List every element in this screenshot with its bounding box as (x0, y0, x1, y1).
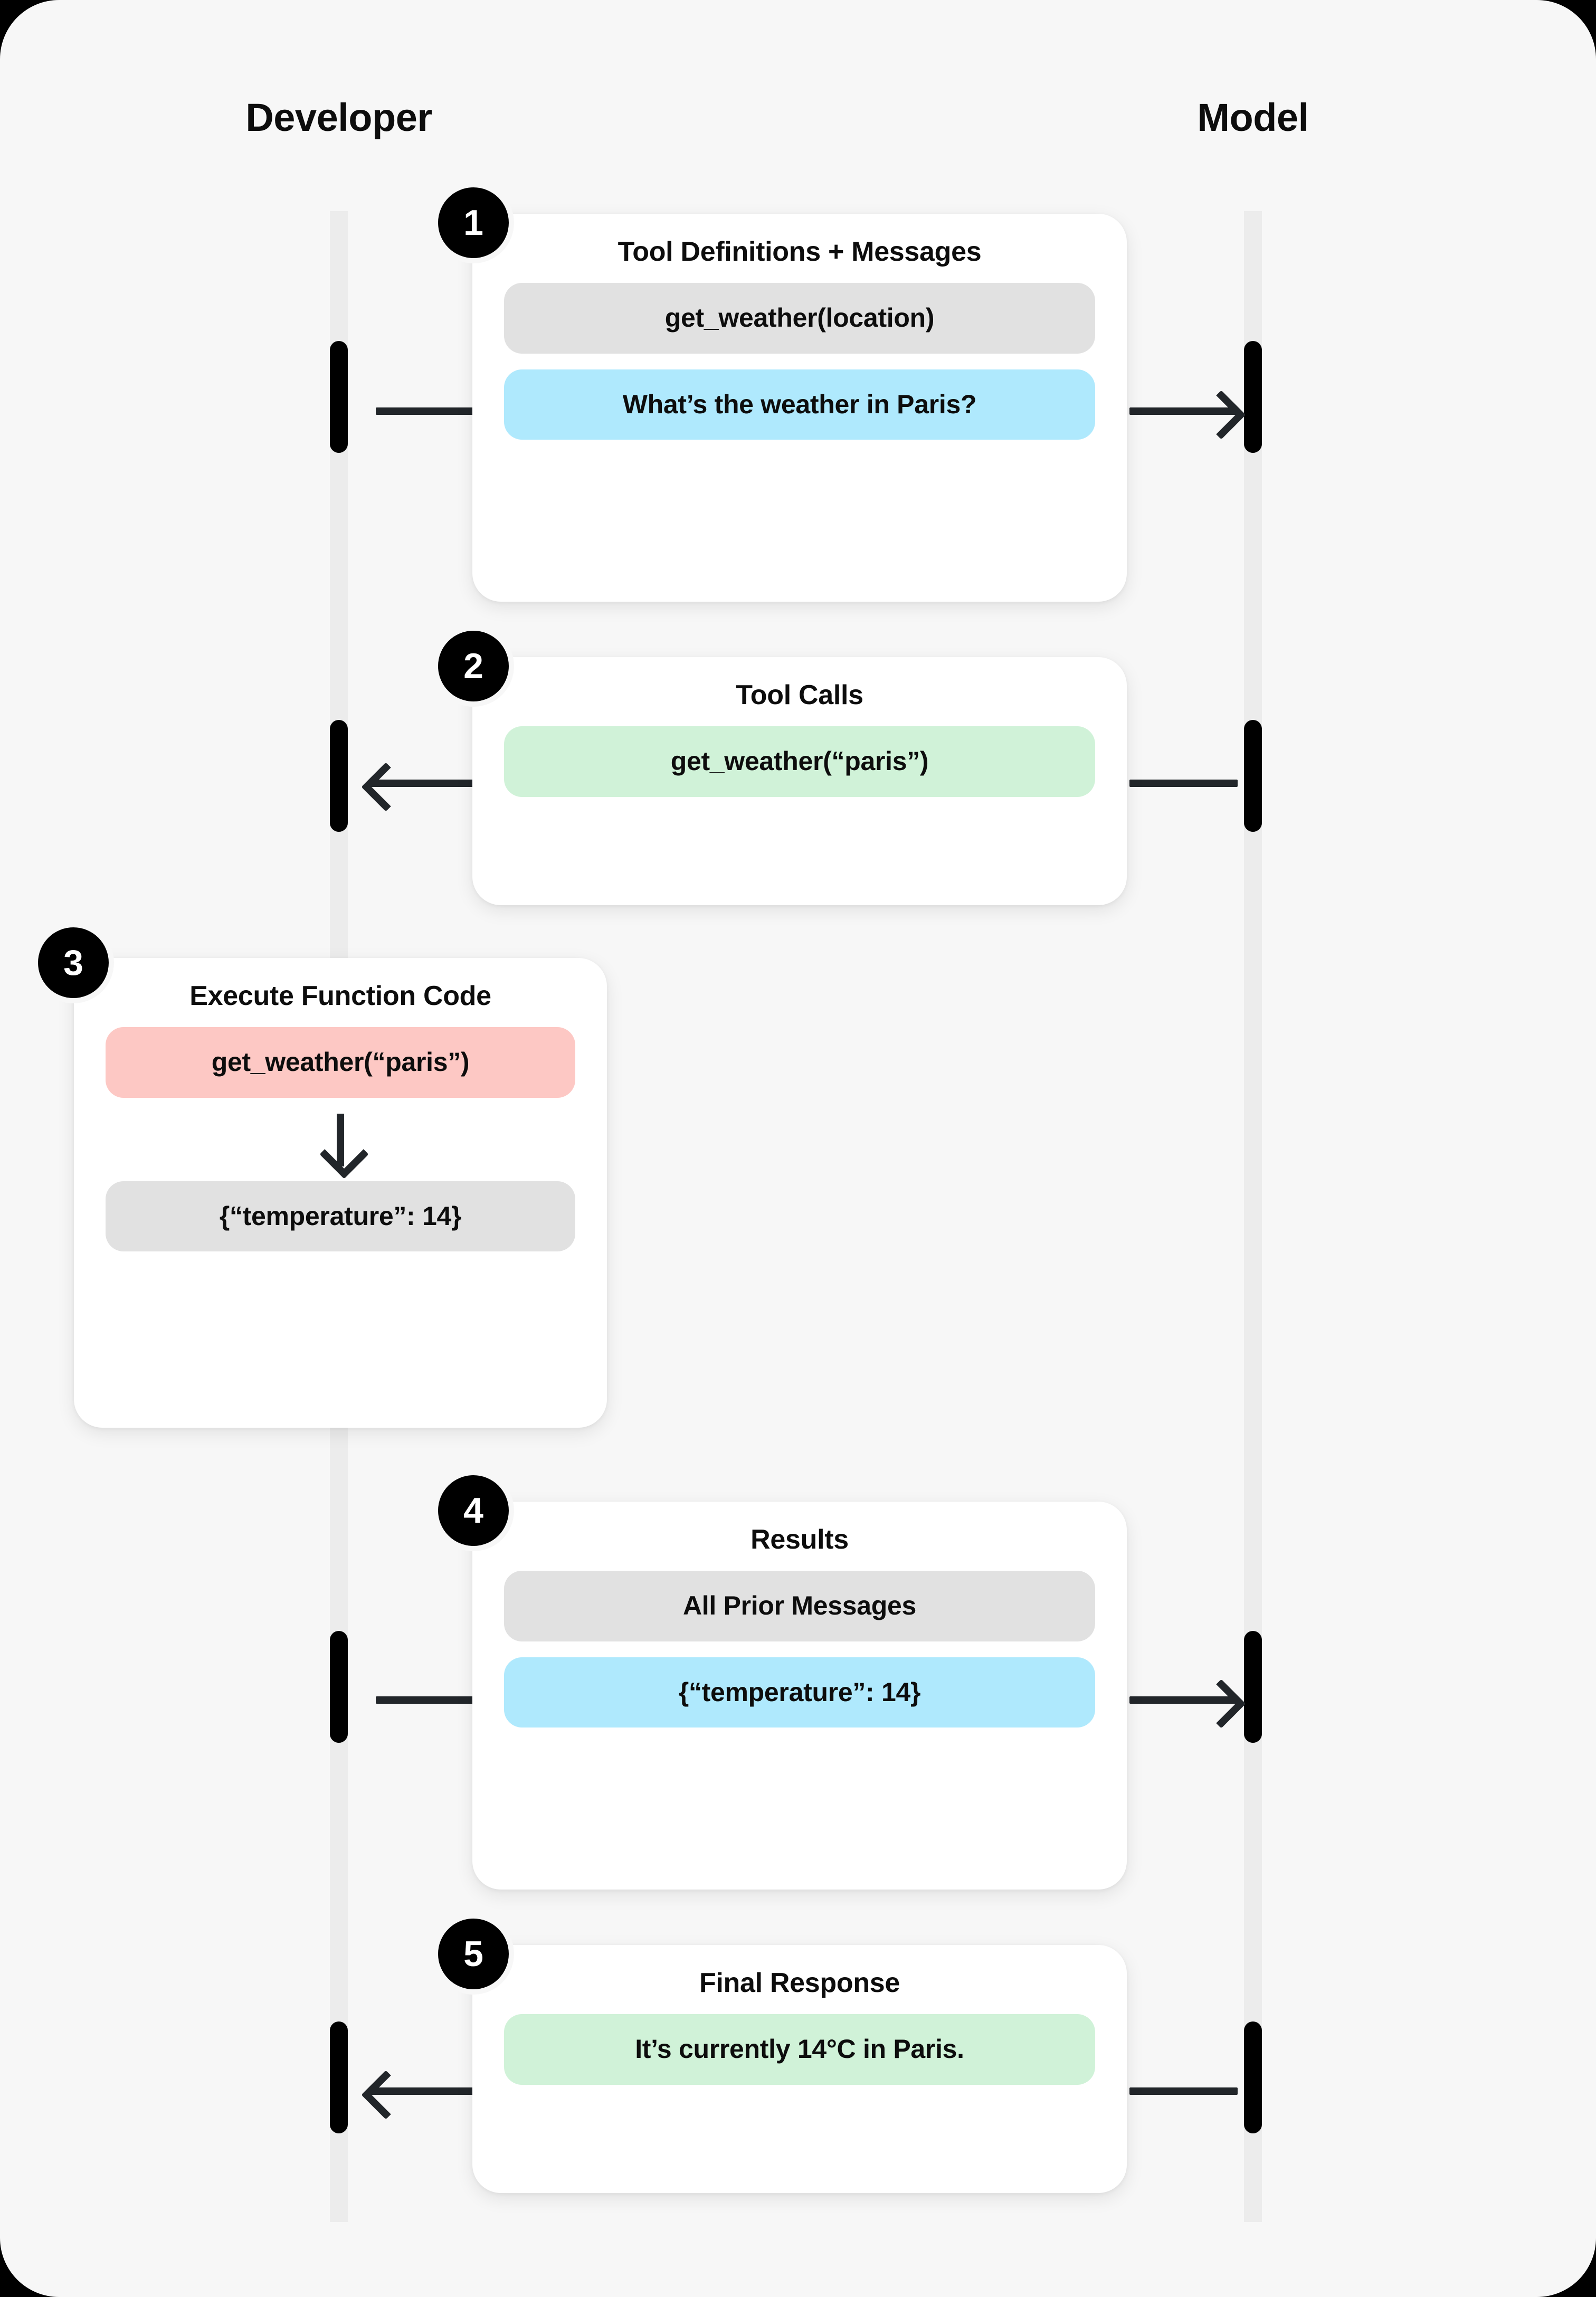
step-3-title: Execute Function Code (189, 981, 491, 1011)
step-2-bubble-tool-call: get_weather(“paris”) (504, 726, 1095, 797)
step-2-title: Tool Calls (736, 680, 863, 710)
activation-bar-model-step5 (1244, 2021, 1262, 2133)
arrow-head-right-icon (1196, 390, 1246, 440)
activation-bar-model-step4 (1244, 1631, 1262, 1743)
arrow-shaft (369, 780, 481, 787)
step-3-bubble-function-invocation: get_weather(“paris”) (106, 1027, 575, 1098)
arrow-shaft (337, 1113, 344, 1166)
step-card-4[interactable]: Results All Prior Messages {“temperature… (472, 1502, 1127, 1890)
step-4-bubble-prior-messages: All Prior Messages (504, 1571, 1095, 1641)
arrow-head-left-icon (361, 2070, 411, 2120)
arrow-shaft (376, 407, 481, 415)
step-4-title: Results (750, 1524, 849, 1555)
arrow-step2-into-developer (361, 762, 481, 812)
arrow-shaft (1129, 1696, 1238, 1704)
step-card-1[interactable]: Tool Definitions + Messages get_weather(… (472, 214, 1127, 602)
arrow-step1-developer-out (376, 407, 481, 415)
step-3-bubble-function-result: {“temperature”: 14} (106, 1181, 575, 1252)
activation-bar-model-step2 (1244, 720, 1262, 832)
activation-bar-model-step1 (1244, 341, 1262, 453)
arrow-shaft (369, 2087, 481, 2095)
arrow-step5-model-out (1129, 2087, 1238, 2095)
step-5-title: Final Response (699, 1968, 900, 1998)
arrow-head-left-icon (361, 762, 411, 812)
arrow-shaft (1129, 2087, 1238, 2095)
step-badge-2[interactable]: 2 (438, 631, 509, 701)
step-card-2[interactable]: Tool Calls get_weather(“paris”) (472, 657, 1127, 905)
step-4-bubble-tool-result: {“temperature”: 14} (504, 1657, 1095, 1728)
arrow-down-icon (106, 1113, 575, 1179)
arrow-head-down (319, 1129, 369, 1179)
step-1-bubble-user-message: What’s the weather in Paris? (504, 369, 1095, 440)
arrow-shaft (1129, 780, 1238, 787)
step-badge-5[interactable]: 5 (438, 1919, 509, 1989)
arrow-step2-model-out (1129, 780, 1238, 787)
arrow-shaft (1129, 407, 1238, 415)
step-badge-1[interactable]: 1 (438, 187, 509, 258)
lifeline-model (1244, 211, 1262, 2222)
activation-bar-developer-step1 (330, 341, 348, 453)
step-card-5[interactable]: Final Response It’s currently 14°C in Pa… (472, 1945, 1127, 2193)
arrow-step5-into-developer (361, 2070, 481, 2120)
activation-bar-developer-step5 (330, 2021, 348, 2133)
arrow-step4-developer-out (376, 1696, 481, 1704)
step-badge-4[interactable]: 4 (438, 1475, 509, 1546)
arrow-step4-into-model (1129, 1679, 1246, 1729)
step-5-bubble-final-answer: It’s currently 14°C in Paris. (504, 2014, 1095, 2085)
activation-bar-developer-step4 (330, 1631, 348, 1743)
step-1-title: Tool Definitions + Messages (618, 236, 982, 267)
step-1-bubble-tool-definition: get_weather(location) (504, 283, 1095, 354)
activation-bar-developer-step2 (330, 720, 348, 832)
lane-title-model: Model (1197, 96, 1309, 139)
step-badge-3[interactable]: 3 (38, 927, 109, 998)
arrow-head-right-icon (1196, 1679, 1246, 1729)
lane-title-developer: Developer (245, 96, 432, 139)
arrow-shaft (376, 1696, 481, 1704)
step-card-3[interactable]: Execute Function Code get_weather(“paris… (74, 958, 607, 1428)
arrow-step1-into-model (1129, 390, 1246, 440)
